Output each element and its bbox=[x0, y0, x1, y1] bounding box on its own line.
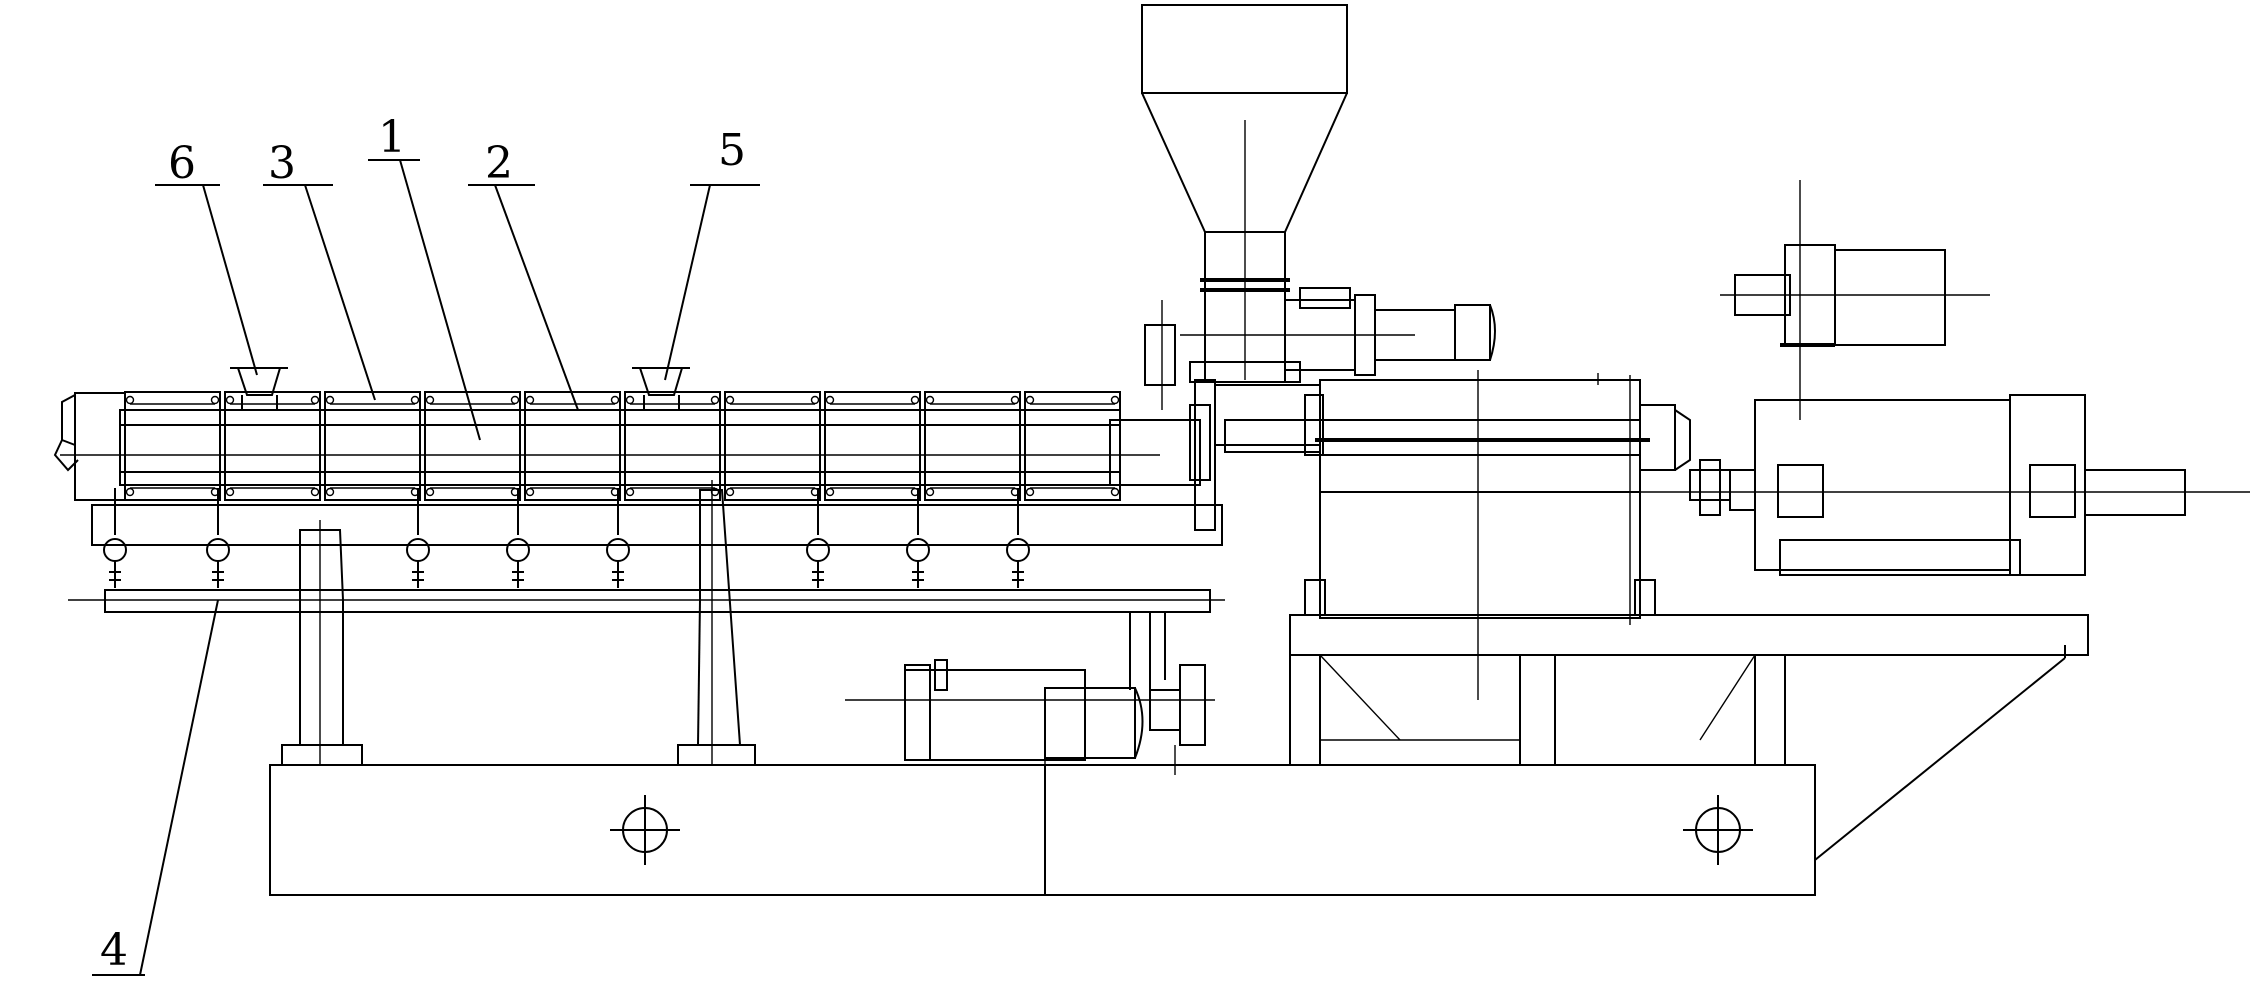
gearbox bbox=[1215, 370, 1690, 700]
callout-label-3: 3 bbox=[268, 138, 296, 189]
heating-zones bbox=[125, 392, 1120, 500]
anchor-symbol-right bbox=[1683, 795, 1753, 865]
thermocouple bbox=[907, 488, 929, 588]
anchor-symbol-left bbox=[610, 795, 680, 865]
extruder-barrel bbox=[55, 393, 1210, 500]
filter-unit bbox=[845, 612, 1215, 775]
thermocouples bbox=[104, 488, 1029, 588]
thermocouple bbox=[407, 488, 429, 588]
heating-zone bbox=[125, 392, 220, 500]
heating-zone bbox=[625, 392, 720, 500]
heating-zone bbox=[825, 392, 920, 500]
barrel-rail bbox=[68, 505, 1225, 612]
base-frame bbox=[270, 645, 2065, 895]
heating-zone bbox=[525, 392, 620, 500]
thermocouple bbox=[807, 488, 829, 588]
callout-label-5: 5 bbox=[718, 125, 746, 176]
heating-zone bbox=[1025, 392, 1120, 500]
heating-zone bbox=[325, 392, 420, 500]
thermocouple bbox=[104, 488, 126, 588]
main-motor bbox=[1620, 180, 2250, 575]
heating-zone bbox=[225, 392, 320, 500]
callout-label-6: 6 bbox=[168, 138, 196, 189]
callout-label-1: 1 bbox=[378, 112, 406, 163]
thermocouple bbox=[507, 488, 529, 588]
leader-lines bbox=[92, 160, 760, 975]
heating-zone bbox=[925, 392, 1020, 500]
callout-label-4: 4 bbox=[100, 925, 128, 976]
thermocouple bbox=[607, 488, 629, 588]
heating-zone bbox=[725, 392, 820, 500]
thermocouple bbox=[207, 488, 229, 588]
callout-label-2: 2 bbox=[485, 138, 513, 189]
heating-zone bbox=[425, 392, 520, 500]
thermocouple bbox=[1007, 488, 1029, 588]
gearbox-stand bbox=[1290, 615, 2088, 765]
